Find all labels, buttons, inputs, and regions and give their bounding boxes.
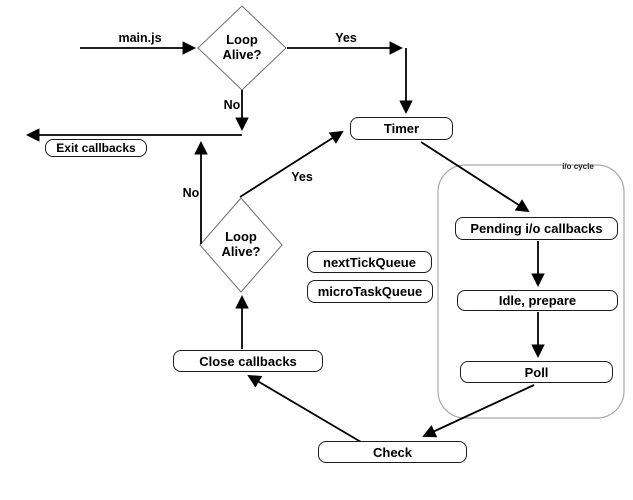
edge-label-no-left: No bbox=[182, 186, 200, 200]
decision-top-label: Loop Alive? bbox=[222, 32, 262, 63]
node-close-callbacks: Close callbacks bbox=[173, 350, 323, 372]
edge-label-yes-mid: Yes bbox=[291, 170, 313, 184]
edge-label-mainjs: main.js bbox=[118, 31, 162, 45]
edge-timer-to-pending bbox=[420, 141, 530, 213]
node-next-tick-queue: nextTickQueue bbox=[307, 251, 432, 273]
node-exit-callbacks: Exit callbacks bbox=[45, 139, 147, 157]
node-poll: Poll bbox=[460, 361, 613, 383]
edge-label-yes-top: Yes bbox=[335, 31, 357, 45]
io-cycle-label: i/o cycle bbox=[562, 162, 594, 171]
node-pending-io-callbacks: Pending i/o callbacks bbox=[455, 217, 618, 240]
node-timer: Timer bbox=[350, 117, 453, 140]
node-check: Check bbox=[318, 441, 467, 463]
edge-label-no-top: No bbox=[223, 98, 241, 112]
decision-diamond-bottom bbox=[199, 197, 283, 293]
node-idle-prepare: Idle, prepare bbox=[457, 290, 618, 311]
edge-arrows bbox=[25, 41, 545, 443]
node-micro-task-queue: microTaskQueue bbox=[307, 280, 433, 303]
decision-bottom-label: Loop Alive? bbox=[221, 229, 261, 260]
edge-yes-diagonal-to-timer bbox=[239, 130, 344, 198]
edge-check-to-close bbox=[247, 374, 362, 443]
edge-poll-to-check bbox=[422, 384, 535, 438]
